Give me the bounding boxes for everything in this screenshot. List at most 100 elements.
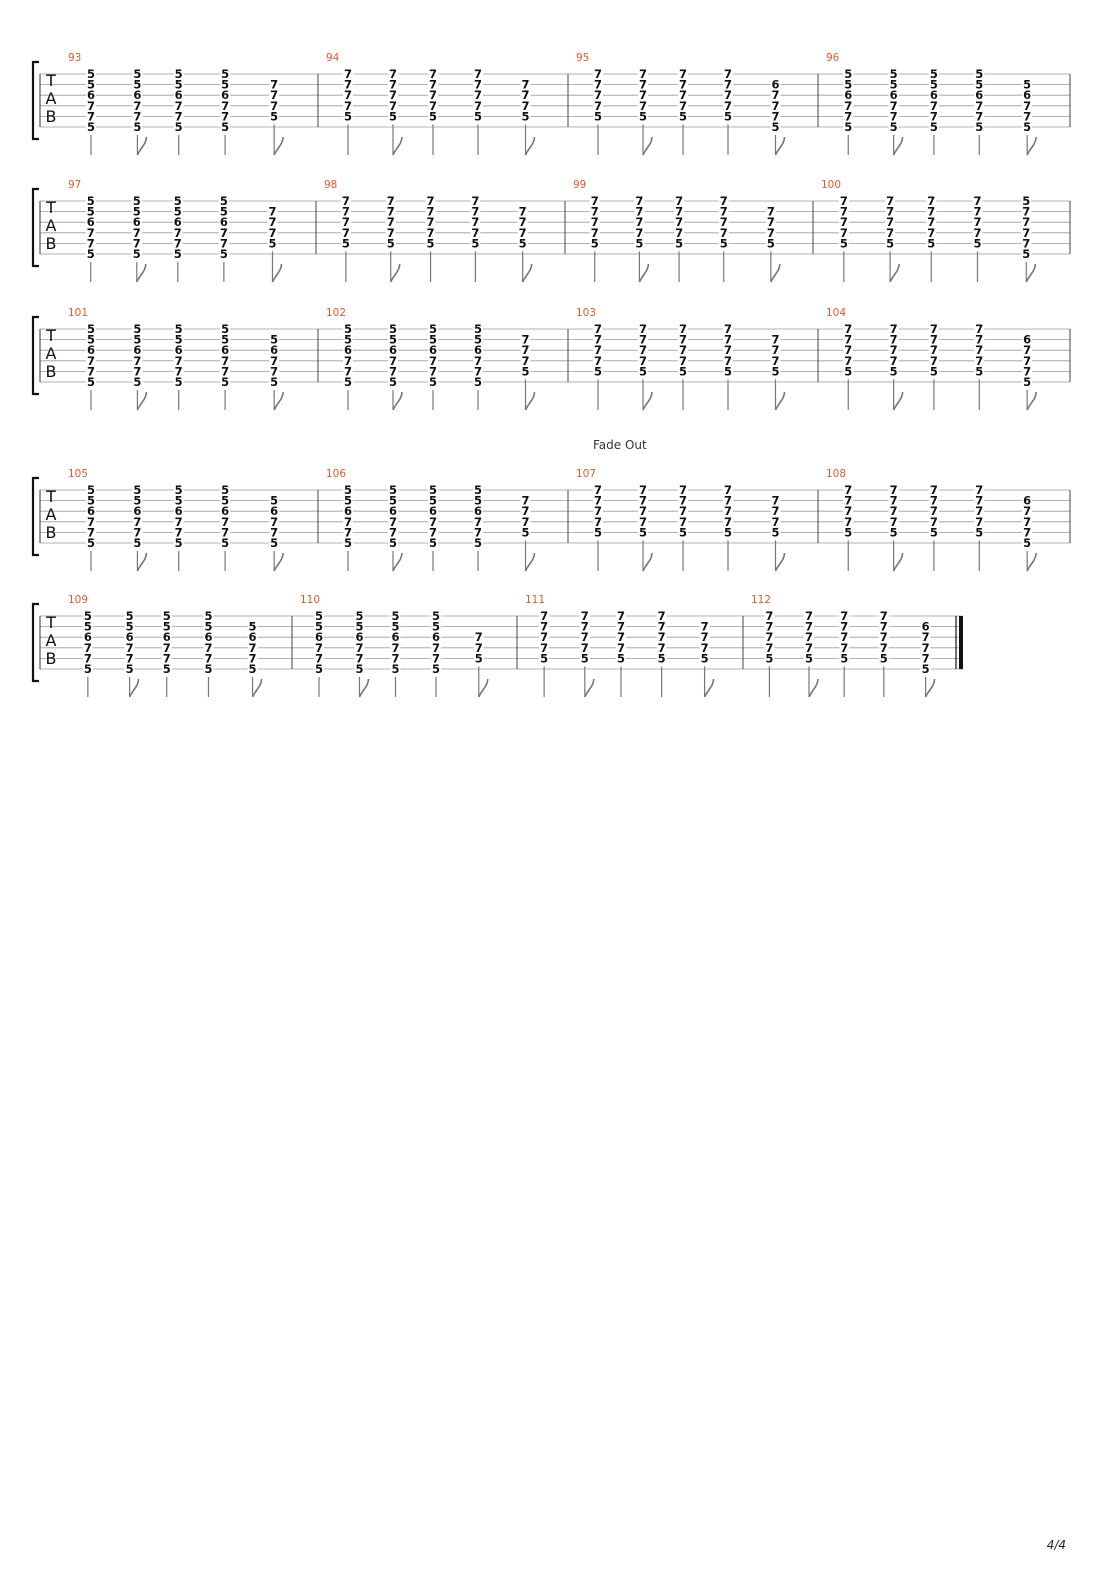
eighth-flag: [478, 678, 489, 698]
fret-mask: [473, 516, 483, 528]
fret-number: 7: [427, 205, 435, 219]
fret-mask: [920, 663, 931, 675]
fret-mask: [220, 79, 231, 91]
fret-mask: [173, 484, 184, 496]
fret-mask: [132, 365, 143, 377]
fret-number: 5: [174, 247, 182, 261]
fret-number: 7: [639, 494, 647, 508]
fret-mask: [1022, 79, 1033, 91]
eighth-flag: [1026, 391, 1037, 411]
tab-clef-letter: B: [46, 523, 57, 542]
fret-number: 6: [474, 343, 482, 357]
fret-mask: [678, 323, 688, 335]
eighth-flag: [136, 552, 148, 572]
fret-mask: [161, 610, 172, 622]
fret-number: 7: [771, 494, 779, 508]
fret-number: 5: [391, 620, 399, 634]
fret-mask: [974, 505, 985, 517]
fret-mask: [678, 365, 688, 377]
fret-number: 7: [270, 525, 278, 539]
fret-mask: [539, 610, 550, 622]
fret-number: 7: [429, 67, 437, 81]
fret-number: 7: [581, 630, 589, 644]
system-bracket: [31, 187, 39, 268]
fret-number: 5: [594, 109, 602, 123]
fret-mask: [85, 355, 96, 367]
fret-mask: [132, 516, 143, 528]
fret-mask: [656, 652, 667, 664]
fret-mask: [928, 68, 939, 80]
fret-mask: [343, 365, 353, 377]
fret-mask: [843, 516, 854, 528]
fret-number: 7: [427, 226, 435, 240]
fret-number: 7: [930, 109, 938, 123]
fret-mask: [520, 334, 531, 346]
fret-mask: [428, 537, 438, 549]
fret-mask: [885, 216, 896, 228]
fret-number: 5: [84, 662, 92, 676]
fret-number: 7: [429, 78, 437, 92]
fret-number: 7: [771, 354, 779, 368]
fret-mask: [173, 68, 184, 80]
fret-number: 7: [975, 333, 983, 347]
fret-number: 5: [591, 236, 599, 250]
tab-clef-letter: A: [46, 344, 57, 363]
fret-mask: [220, 526, 231, 538]
fret-mask: [770, 334, 781, 346]
fret-mask: [1021, 216, 1032, 228]
fret-number: 7: [594, 322, 602, 336]
fret-number: 7: [844, 504, 852, 518]
fret-mask: [920, 621, 931, 633]
fret-mask: [593, 516, 603, 528]
fret-number: 5: [427, 236, 435, 250]
fret-number: 6: [133, 88, 141, 102]
fret-number: 7: [844, 99, 852, 113]
fret-mask: [85, 526, 96, 538]
fret-mask: [269, 365, 280, 377]
fret-number: 7: [771, 515, 779, 529]
fret-number: 7: [389, 67, 397, 81]
fret-mask: [218, 227, 229, 239]
fret-mask: [678, 495, 688, 507]
fret-number: 7: [639, 483, 647, 497]
fret-mask: [473, 79, 483, 91]
fret-number: 5: [270, 375, 278, 389]
fret-number: 6: [429, 504, 437, 518]
fret-mask: [218, 206, 229, 218]
fret-mask: [173, 505, 184, 517]
fret-number: 7: [270, 88, 278, 102]
fret-mask: [928, 526, 939, 538]
fret-number: 6: [1023, 88, 1031, 102]
fret-number: 5: [204, 620, 212, 634]
fret-number: 6: [432, 630, 440, 644]
fret-number: 7: [344, 67, 352, 81]
fret-mask: [972, 206, 983, 218]
fret-mask: [131, 237, 142, 249]
fret-mask: [1021, 248, 1032, 260]
fret-mask: [354, 621, 365, 633]
fret-mask: [770, 110, 781, 122]
fret-mask: [926, 227, 937, 239]
fret-number: 7: [221, 109, 229, 123]
fret-mask: [343, 355, 353, 367]
fret-number: 7: [432, 651, 440, 665]
fret-number: 6: [930, 88, 938, 102]
fret-mask: [593, 365, 603, 377]
fret-number: 5: [679, 525, 687, 539]
fret-number: 5: [975, 364, 983, 378]
fret-mask: [656, 621, 667, 633]
measure-number: 110: [300, 594, 320, 606]
fret-mask: [579, 610, 590, 622]
fret-mask: [431, 663, 441, 675]
fret-mask: [132, 100, 143, 112]
fret-mask: [638, 110, 648, 122]
fret-number: 7: [922, 630, 930, 644]
fret-number: 7: [432, 641, 440, 655]
fret-mask: [843, 355, 854, 367]
fret-number: 7: [767, 226, 775, 240]
fret-mask: [340, 216, 351, 228]
fret-mask: [920, 652, 931, 664]
fret-number: 5: [890, 525, 898, 539]
fret-number: 5: [639, 364, 647, 378]
fret-number: 7: [724, 99, 732, 113]
